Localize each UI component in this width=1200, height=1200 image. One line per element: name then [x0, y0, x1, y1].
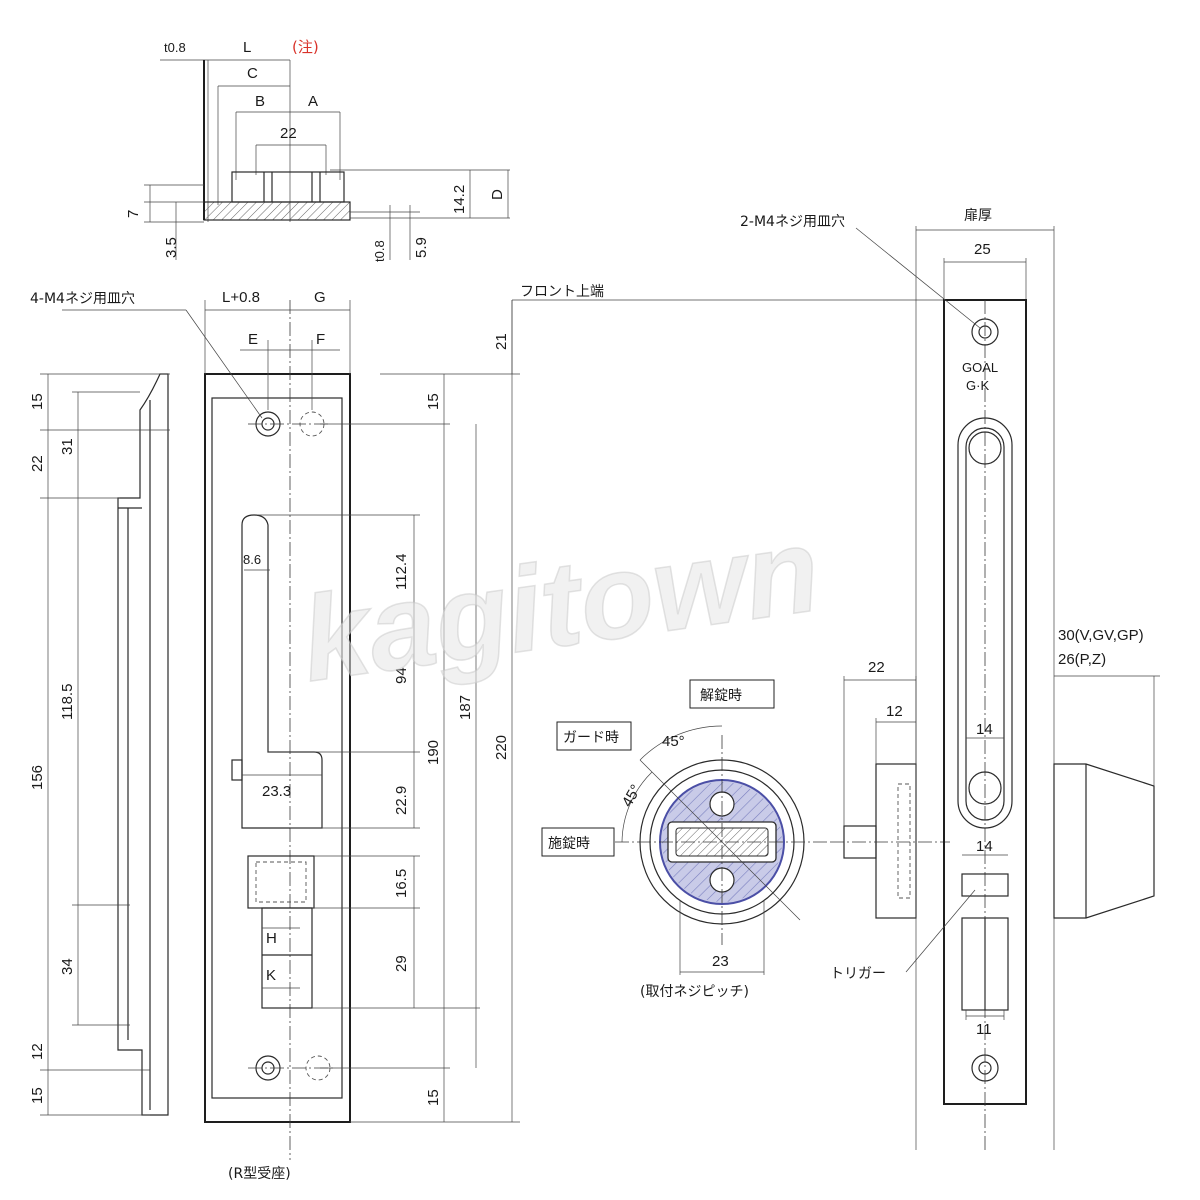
dim-7: 7 — [125, 210, 142, 218]
side-31: 31 — [59, 438, 76, 455]
dim-15-top: 15 — [425, 393, 442, 410]
front-11: 11 — [976, 1021, 992, 1038]
front-plate: GOAL G·K 2-M4ネジ用皿穴 扉厚 25 14 14 11 トリガー — [740, 208, 1055, 1150]
dim-190: 190 — [425, 740, 442, 765]
thumbturn-view: 22 12 — [830, 659, 950, 919]
front-25: 25 — [974, 241, 991, 258]
strike-plate: 4-M4ネジ用皿穴 L+0.8 G E F 8.6 23.3 H K 112.4… — [30, 289, 520, 1182]
dim-21: 21 — [493, 333, 510, 350]
dim-15-bottom: 15 — [425, 1089, 442, 1106]
unlock-label: 解錠時 — [700, 688, 742, 704]
front-screw-label: 2-M4ネジ用皿穴 — [740, 214, 845, 230]
angle-45-a: 45° — [662, 733, 685, 750]
dim-14-2: 14.2 — [451, 185, 468, 214]
front-14-b: 14 — [976, 838, 993, 855]
dim-23-cyl: 23 — [712, 953, 729, 970]
dim-16-5: 16.5 — [393, 869, 410, 898]
side-view: 15 22 31 118.5 156 34 12 15 — [29, 373, 170, 1116]
note-label: (注) — [292, 38, 319, 56]
strike-caption: (R型受座) — [228, 1166, 291, 1182]
escutcheon-26: 26(P,Z) — [1058, 651, 1106, 668]
dim-D: D — [489, 189, 506, 200]
cylinder-caption: (取付ネジピッチ) — [640, 984, 749, 1000]
dim-C: C — [247, 65, 258, 82]
side-22: 22 — [29, 455, 46, 472]
dim-G: G — [314, 289, 326, 306]
escutcheon-30: 30(V,GV,GP) — [1058, 627, 1144, 644]
dim-23-3: 23.3 — [262, 783, 291, 800]
brand-goal: GOAL — [962, 360, 998, 375]
dim-B: B — [255, 93, 265, 110]
thumbturn-22: 22 — [868, 659, 885, 676]
thumbturn-12: 12 — [886, 703, 903, 720]
side-118-5: 118.5 — [59, 684, 76, 720]
dim-H: H — [266, 930, 277, 947]
side-15-bottom: 15 — [29, 1087, 46, 1104]
dim-22-top: 22 — [280, 125, 297, 142]
dim-3-5: 3.5 — [163, 237, 180, 258]
top-view: t0.8 L (注) C B A 22 14.2 D 7 3.5 t0.8 5.… — [125, 38, 510, 262]
cylinder-view: 解錠時 ガード時 施錠時 45° 45° 23 (取付ネジピッチ) — [541, 679, 830, 1000]
dim-112-4: 112.4 — [393, 554, 410, 590]
trigger-label: トリガー — [830, 966, 886, 982]
guard-label: ガード時 — [563, 730, 619, 746]
front-top-label: フロント上端 — [520, 284, 604, 300]
dim-L-plus-08: L+0.8 — [222, 289, 260, 306]
dim-8-6: 8.6 — [243, 552, 261, 567]
dim-A: A — [308, 93, 318, 110]
dim-E: E — [248, 331, 258, 348]
side-15-top: 15 — [29, 393, 46, 410]
dim-187: 187 — [457, 695, 474, 720]
strike-screw-label: 4-M4ネジ用皿穴 — [30, 291, 135, 307]
dim-5-9: 5.9 — [413, 237, 430, 258]
escutcheon-view: 30(V,GV,GP) 26(P,Z) — [1053, 627, 1160, 919]
brand-gk: G·K — [966, 378, 989, 393]
front-14-a: 14 — [976, 721, 993, 738]
dim-220: 220 — [493, 735, 510, 760]
dim-t08: t0.8 — [164, 40, 186, 55]
lock-label: 施錠時 — [548, 836, 590, 852]
dim-22-9: 22.9 — [393, 786, 410, 815]
side-12: 12 — [29, 1043, 46, 1060]
angle-45-b: 45° — [619, 782, 645, 810]
side-156: 156 — [29, 765, 46, 790]
dim-94: 94 — [393, 667, 410, 684]
dim-F: F — [316, 331, 325, 348]
dim-29: 29 — [393, 955, 410, 972]
watermark: kagitown — [293, 502, 827, 707]
side-34: 34 — [59, 958, 76, 975]
dim-t08-b: t0.8 — [372, 240, 387, 262]
dim-L: L — [243, 39, 251, 56]
door-thickness-label: 扉厚 — [964, 208, 992, 224]
dim-K: K — [266, 967, 276, 984]
front-top-reference: フロント上端 21 220 — [493, 284, 944, 760]
